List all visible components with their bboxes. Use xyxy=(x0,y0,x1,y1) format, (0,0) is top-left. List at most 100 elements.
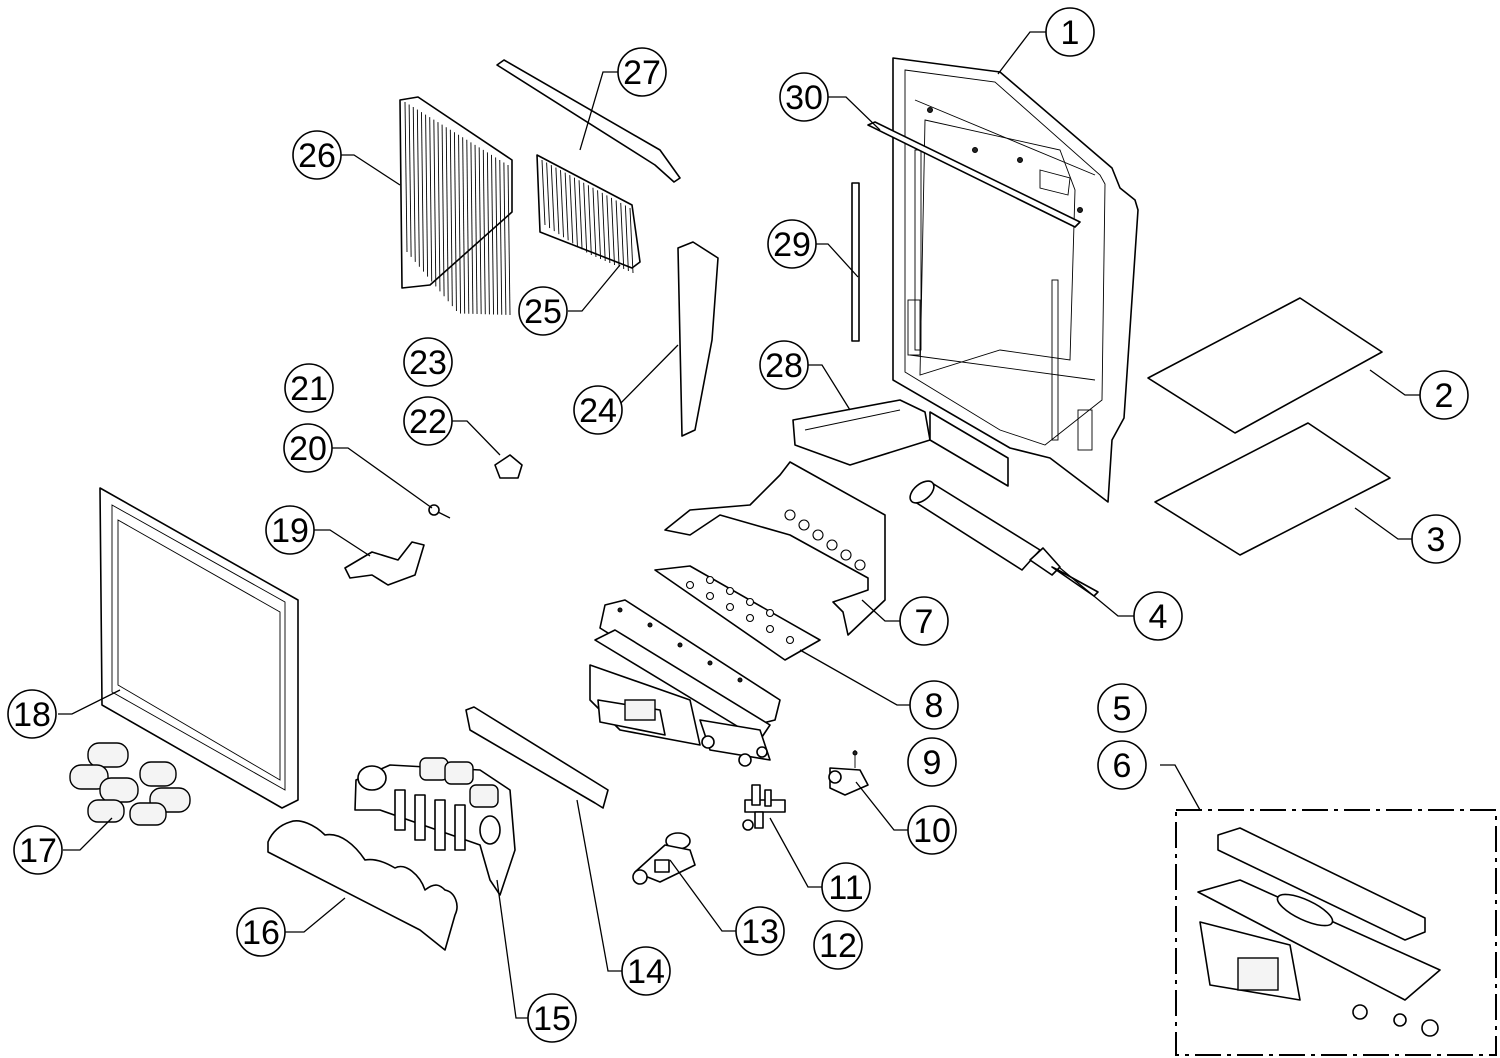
callout-26: 26 xyxy=(292,130,342,180)
callout-number: 12 xyxy=(819,927,857,965)
callout-number: 15 xyxy=(533,1000,571,1038)
callout-12: 12 xyxy=(813,920,863,970)
callout-number: 26 xyxy=(298,137,336,175)
callout-number: 21 xyxy=(290,370,328,408)
grille-slat xyxy=(573,177,578,247)
part-side-panel xyxy=(677,241,719,437)
callout-circle xyxy=(292,130,342,180)
callout-circle xyxy=(284,363,334,413)
part-caulk-tube xyxy=(909,480,1099,597)
callout-5: 5 xyxy=(1097,683,1147,733)
callout-number: 13 xyxy=(741,913,779,951)
callout-circle xyxy=(779,72,829,122)
callout-30: 30 xyxy=(779,72,829,122)
grille-slat xyxy=(470,142,474,314)
callout-4: 4 xyxy=(1133,591,1183,641)
callout-circle xyxy=(1045,7,1095,57)
grille-slat xyxy=(583,182,588,253)
grille-slat xyxy=(555,167,560,235)
grille-slat xyxy=(437,122,441,292)
part-burner-assembly xyxy=(589,599,781,767)
callout-18: 18 xyxy=(7,689,57,739)
callout-circle xyxy=(759,340,809,390)
callout-circle xyxy=(1097,683,1147,733)
callout-1: 1 xyxy=(1045,7,1095,57)
callout-circle xyxy=(13,825,63,875)
callout-number: 23 xyxy=(409,344,447,382)
callout-circle xyxy=(735,906,785,956)
grille-slat xyxy=(620,202,625,270)
part-pilot-11 xyxy=(742,784,786,831)
grille-slat xyxy=(546,162,551,229)
callout-circle xyxy=(1133,591,1183,641)
callout-number: 4 xyxy=(1149,598,1168,636)
callout-number: 11 xyxy=(828,869,863,907)
callout-circle xyxy=(527,993,577,1043)
part-firebox-frame xyxy=(892,57,1139,503)
callout-number: 14 xyxy=(627,953,665,991)
callout-8: 8 xyxy=(909,680,959,730)
callout-circle xyxy=(1097,740,1147,790)
part-side-strip xyxy=(851,182,860,342)
callout-number: 2 xyxy=(1435,377,1454,415)
grille-slat xyxy=(425,114,429,277)
callout-circle xyxy=(617,47,667,97)
grille-slat xyxy=(601,192,606,262)
callout-16: 16 xyxy=(236,907,286,957)
callout-circle xyxy=(265,505,315,555)
callout-circle xyxy=(518,286,568,336)
grille-slat xyxy=(445,127,449,302)
callout-number: 3 xyxy=(1427,521,1446,559)
callout-15: 15 xyxy=(527,993,577,1043)
callout-circle xyxy=(907,805,957,855)
callout-number: 16 xyxy=(242,914,280,952)
callout-circle xyxy=(907,737,957,787)
grille-slat xyxy=(474,144,478,315)
grille-slat xyxy=(486,152,490,315)
grille-slat xyxy=(408,104,412,257)
callout-number: 28 xyxy=(765,347,803,385)
callout-circle xyxy=(821,862,871,912)
callout-number: 25 xyxy=(524,293,562,331)
callout-circle xyxy=(621,946,671,996)
grille-slat xyxy=(569,175,574,244)
callout-circle xyxy=(403,337,453,387)
grille-slat xyxy=(597,190,602,260)
grille-slat xyxy=(482,149,486,315)
callout-number: 24 xyxy=(579,392,617,430)
callout-27: 27 xyxy=(617,47,667,97)
callout-bubbles: 1234567891011121314151617181920212223242… xyxy=(7,7,1469,1043)
part-small-grille xyxy=(536,154,641,274)
part-clip-22 xyxy=(494,454,523,479)
callout-number: 18 xyxy=(13,696,51,734)
callout-number: 7 xyxy=(915,603,934,641)
grille-slat xyxy=(441,124,445,297)
callout-number: 9 xyxy=(923,744,942,782)
grille-slat xyxy=(462,137,466,314)
grille-slat xyxy=(503,162,507,315)
callout-13: 13 xyxy=(735,906,785,956)
grille-slat xyxy=(615,200,620,268)
callout-circle xyxy=(403,396,453,446)
part-burner-plate xyxy=(664,461,886,636)
callout-number: 1 xyxy=(1061,14,1080,52)
callout-25: 25 xyxy=(518,286,568,336)
callout-6: 6 xyxy=(1097,740,1147,790)
callout-circle xyxy=(813,920,863,970)
callout-7: 7 xyxy=(899,596,949,646)
callout-number: 8 xyxy=(925,687,944,725)
grille-slat xyxy=(449,129,453,307)
grille-slat xyxy=(550,165,555,232)
callout-10: 10 xyxy=(907,805,957,855)
grille-slat xyxy=(629,207,634,274)
callout-circle xyxy=(283,423,333,473)
grille-slat xyxy=(587,185,592,256)
callout-29: 29 xyxy=(767,219,817,269)
callout-circle xyxy=(7,689,57,739)
callout-17: 17 xyxy=(13,825,63,875)
callout-circle xyxy=(767,219,817,269)
callout-circle xyxy=(899,596,949,646)
callout-number: 22 xyxy=(409,403,447,441)
callout-number: 10 xyxy=(913,812,951,850)
